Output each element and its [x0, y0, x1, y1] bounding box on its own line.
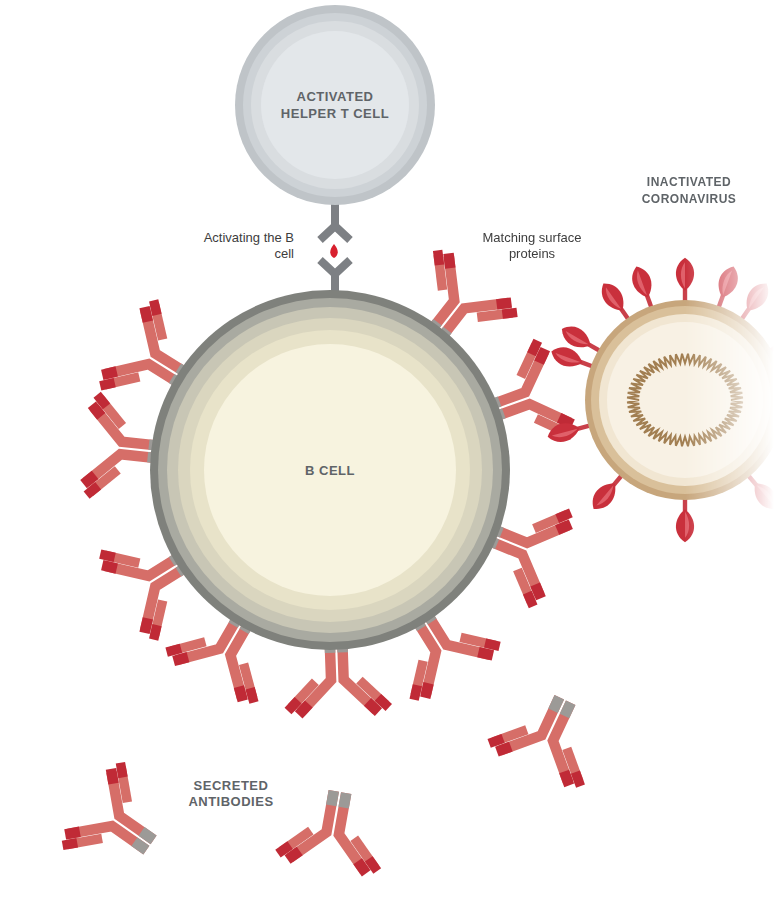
node-label: B CELL: [305, 462, 355, 479]
t-cell: ACTIVATED HELPER T CELL: [235, 5, 435, 205]
virus-heading: INACTIVATED CORONAVIRUS: [604, 174, 774, 214]
cell-outline: [235, 5, 435, 205]
surface-antibodies: [82, 247, 576, 715]
callout-label: Activating the B cell: [196, 230, 294, 262]
b-cell: B CELL: [150, 290, 510, 650]
node-label: ACTIVATED HELPER T CELL: [280, 88, 390, 122]
coronavirus: [545, 258, 774, 542]
receptors: [320, 200, 350, 298]
callout-label: Matching surface proteins: [470, 230, 594, 262]
node-label: INACTIVATED CORONAVIRUS: [634, 174, 744, 208]
secreted-antibodies: [59, 679, 611, 887]
group-label: SECRETED ANTIBODIES: [176, 778, 286, 810]
